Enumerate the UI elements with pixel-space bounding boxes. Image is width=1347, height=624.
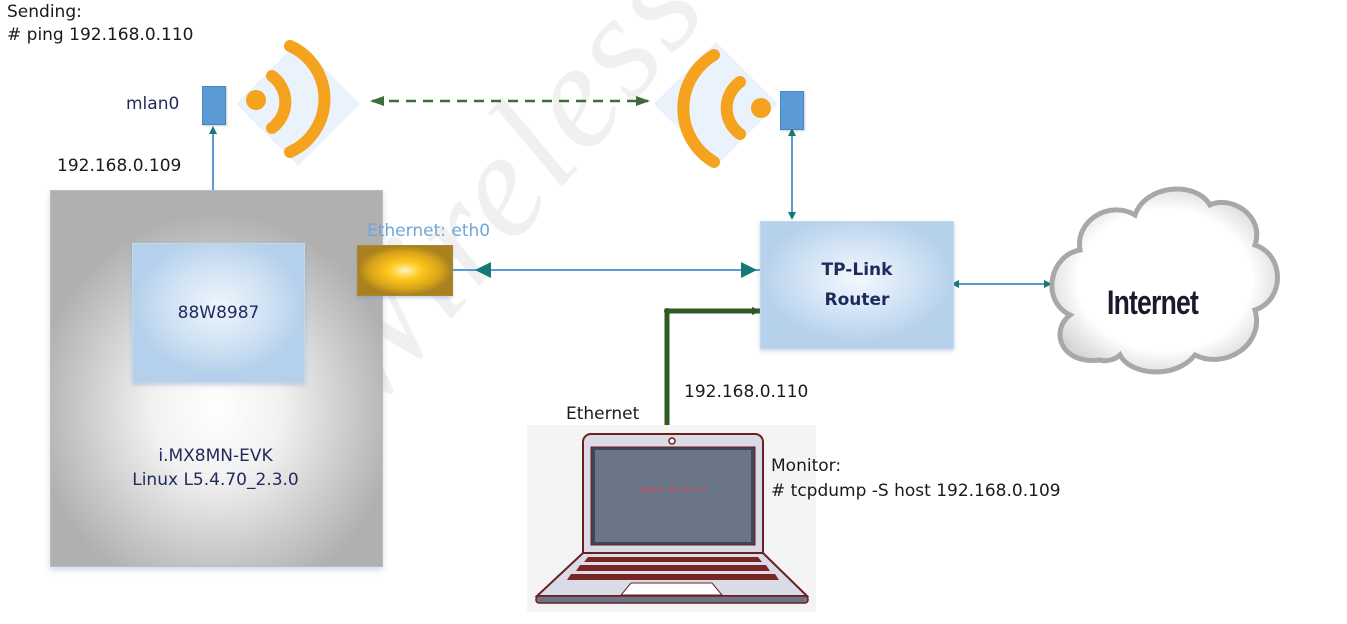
monitor-ethernet-label: Ethernet <box>566 404 640 424</box>
board-os: Linux L5.4.70_2.3.0 <box>132 470 299 490</box>
antenna-right <box>780 91 804 130</box>
laptop-screen-text: ubuntu 20.04 LTS <box>639 486 707 494</box>
internet-cloud <box>1049 186 1280 375</box>
sender-command: # ping 192.168.0.110 <box>7 25 194 45</box>
arrowhead-left <box>475 262 491 278</box>
sender-title: Sending: <box>7 2 82 22</box>
tp-link-router: TP-Link Router <box>760 221 954 349</box>
monitor-command: # tcpdump -S host 192.168.0.109 <box>771 481 1061 501</box>
monitor-ip: 192.168.0.110 <box>684 382 809 402</box>
laptop-icon <box>527 425 816 612</box>
chip-88w8987: 88W8987 <box>132 243 305 383</box>
router-label-line1: TP-Link <box>821 260 893 280</box>
internet-label: Internet <box>1107 284 1199 322</box>
antenna-left <box>202 86 226 125</box>
router-label-line2: Router <box>824 290 890 310</box>
monitor-title: Monitor: <box>771 456 842 476</box>
wifi-icon-left <box>236 40 360 166</box>
eth0-label: Ethernet: eth0 <box>367 221 491 241</box>
mlan0-label: mlan0 <box>126 94 180 114</box>
sender-ip: 192.168.0.109 <box>57 156 182 176</box>
ethernet-port <box>357 245 453 296</box>
ethernet-cable <box>664 307 762 430</box>
chip-label: 88W8987 <box>177 303 260 323</box>
wifi-icon-right <box>654 42 778 168</box>
board-name: i.MX8MN-EVK <box>158 446 273 466</box>
arrowhead-right <box>741 262 757 278</box>
